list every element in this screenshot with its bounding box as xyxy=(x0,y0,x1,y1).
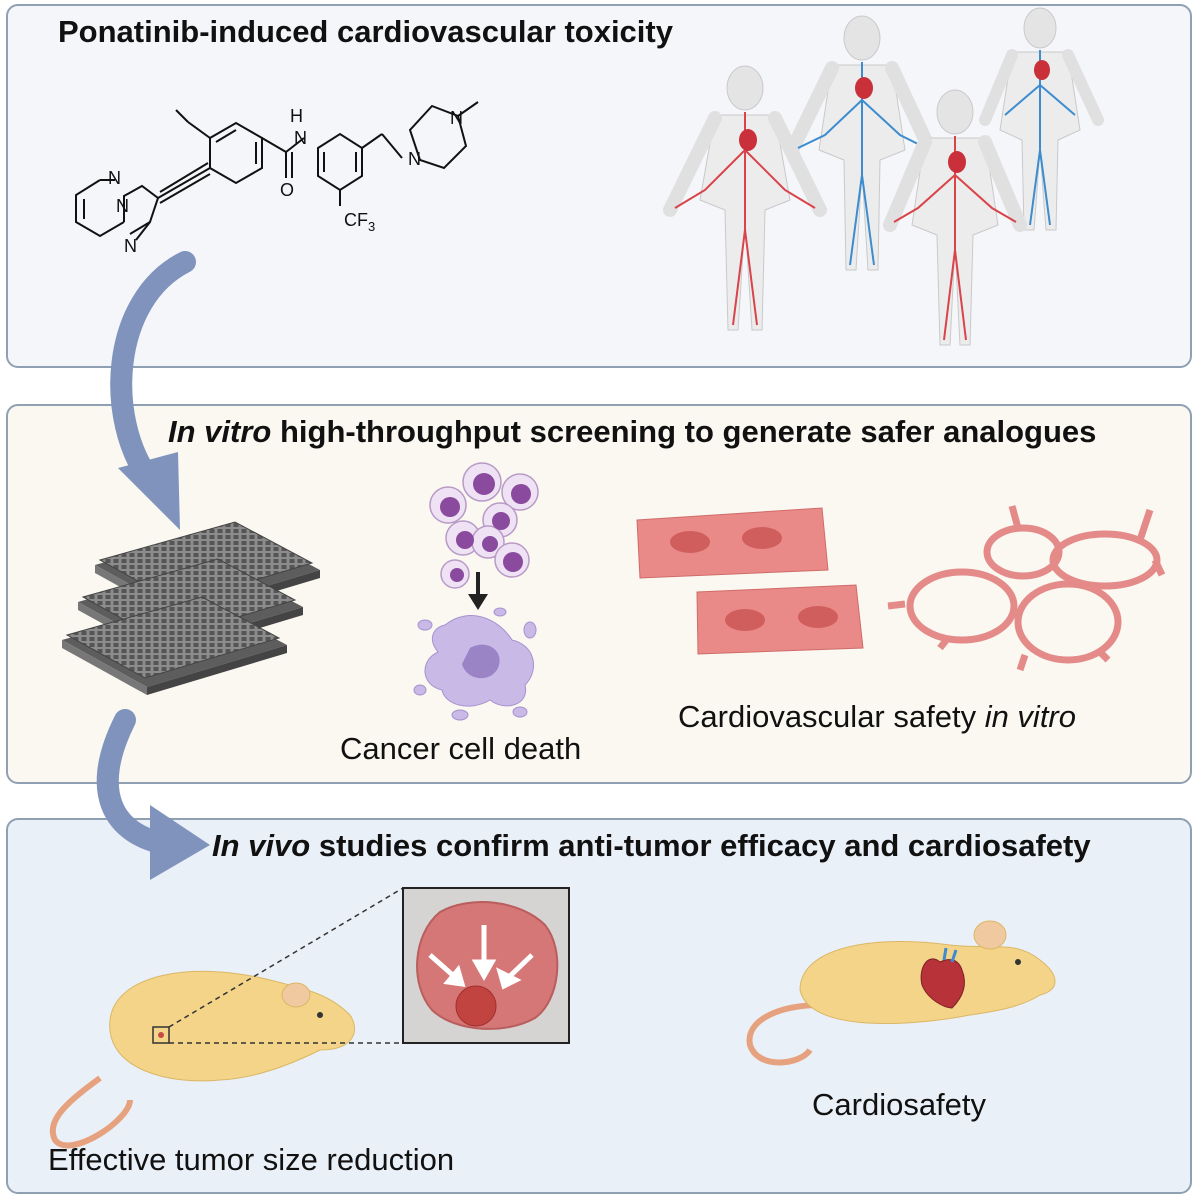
human-figure-vein-1 xyxy=(785,15,937,271)
atom-n-pip1: N xyxy=(408,149,421,169)
tumor-small xyxy=(455,985,497,1027)
mouse-tail xyxy=(49,1075,133,1149)
atom-n-bridge: N xyxy=(116,196,129,216)
dead-cancer-cell xyxy=(413,607,537,721)
flow-arrows xyxy=(96,251,210,880)
cancer-cell-death-label: Cancer cell death xyxy=(340,731,582,766)
atom-h: H xyxy=(290,106,303,126)
atom-n-pyridazine: N xyxy=(108,168,121,188)
mouse-heart xyxy=(746,920,1056,1066)
tumor-zoom-inset xyxy=(402,887,570,1044)
tumor-reduction-label: Effective tumor size reduction xyxy=(48,1142,455,1177)
human-figure-artery-1 xyxy=(663,65,827,331)
heart-icon xyxy=(920,958,965,1009)
atom-n-amide: N xyxy=(294,128,307,148)
in-vivo-title: In vivo studies confirm anti-tumor effic… xyxy=(212,828,1091,864)
well-plate-bottom xyxy=(62,596,287,695)
mouse-ear-2 xyxy=(973,920,1007,950)
human-figures xyxy=(663,7,1104,346)
cancer-cells xyxy=(429,462,539,589)
toxicity-panel xyxy=(6,4,1192,368)
endothelial-network xyxy=(887,505,1166,672)
toxicity-title: Ponatinib-induced cardiovascular toxicit… xyxy=(58,14,673,49)
screening-title-rest: high-throughput screening to generate sa… xyxy=(279,414,1097,449)
mouse-tumor xyxy=(49,887,404,1149)
atom-cf3: CF3 xyxy=(344,210,375,234)
cardio-label-plain: Cardiovascular safety xyxy=(678,699,985,734)
arrow-head-1 xyxy=(118,452,180,530)
arrow-to-screening xyxy=(110,251,196,491)
mouse-tail-2 xyxy=(746,1002,821,1066)
atom-o: O xyxy=(280,180,294,200)
cardio-label-italic: in vitro xyxy=(984,699,1076,734)
cardiomyocyte-1 xyxy=(636,507,829,579)
screening-title: In vitro high-throughput screening to ge… xyxy=(168,414,1096,450)
cardiomyocytes xyxy=(636,507,864,655)
human-figure-vein-2 xyxy=(979,7,1104,231)
in-vivo-title-italic: In vivo xyxy=(212,828,311,863)
ponatinib-structure: N N N H O N N N CF3 xyxy=(75,101,479,256)
atom-n-pip2: N xyxy=(450,108,463,128)
tumor-site-box xyxy=(152,1026,170,1044)
screening-title-italic: In vitro xyxy=(168,414,272,449)
down-arrow-icon xyxy=(468,572,488,610)
well-plates xyxy=(62,521,320,695)
atom-n-imidazole: N xyxy=(124,236,137,256)
mouse-eye-2 xyxy=(1015,959,1021,965)
cardiosafety-label: Cardiosafety xyxy=(812,1087,987,1122)
cardiovascular-safety-label: Cardiovascular safety in vitro xyxy=(678,699,1076,735)
heart-vessels xyxy=(942,947,958,963)
mouse-eye xyxy=(317,1012,323,1018)
mouse-body xyxy=(109,970,355,1082)
in-vivo-title-rest: studies confirm anti-tumor efficacy and … xyxy=(318,828,1091,863)
arrow-head-2 xyxy=(150,805,210,880)
mouse-ear xyxy=(281,982,311,1008)
cardiomyocyte-2 xyxy=(696,584,864,655)
human-figure-artery-2 xyxy=(883,89,1027,346)
tumor-site xyxy=(158,1032,164,1038)
